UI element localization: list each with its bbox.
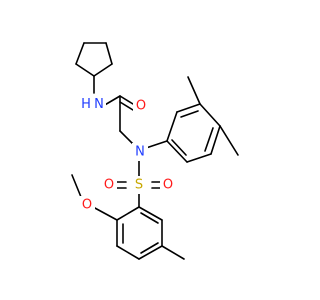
bond-ar6 — [166, 140, 188, 163]
atom-o-methoxy-label: O — [82, 198, 92, 213]
bond-br4 — [138, 245, 163, 260]
atom-n-sulfonamide-label: N — [135, 145, 145, 160]
bond-methyl-right — [219, 125, 239, 156]
atom-nh-hydrogen: H — [81, 97, 91, 112]
svg-text:HN: HN — [81, 97, 104, 112]
bond-cp4 — [75, 63, 95, 77]
bond-carbonyl-to-o-b — [119, 101, 134, 111]
bond-br4-inner — [140, 242, 159, 254]
bond-ar6-inner — [171, 139, 187, 156]
atom-s-label: S — [135, 178, 143, 193]
dimethylphenyl-ring — [145, 76, 239, 163]
bond-cp3 — [93, 63, 113, 77]
atom-o-sulfonyl-right-label: O — [163, 178, 173, 193]
bond-n-to-aryl — [145, 140, 168, 149]
atom-nh-nitrogen: N — [94, 97, 104, 112]
bond-ar2 — [176, 103, 201, 113]
bond-methyl-top — [187, 76, 201, 105]
bond-ar1 — [166, 111, 178, 142]
bond-ar4 — [210, 125, 221, 155]
atom-o-sulfonyl-left: O — [101, 176, 117, 194]
bond-br6 — [138, 206, 163, 221]
bond-br3 — [116, 245, 140, 260]
atom-o-methoxy: O — [79, 196, 95, 214]
atom-o-sulfonyl-right: O — [160, 176, 176, 194]
atom-s: S — [131, 176, 147, 194]
bond-br6-inner — [140, 212, 159, 224]
bond-ch2-to-n — [119, 130, 134, 145]
bond-ar5 — [186, 153, 212, 163]
bond-o-to-methyl — [71, 174, 82, 198]
cyclopentyl-ring — [75, 42, 113, 77]
atom-o-carbonyl: O — [133, 97, 149, 115]
bond-carbonyl-to-o-a — [119, 95, 134, 105]
bond-methyl-bottom — [161, 245, 185, 260]
sulfonyl-group — [116, 159, 161, 208]
bond-ar4-inner — [204, 127, 214, 152]
bond-aryl-to-ome — [92, 206, 118, 221]
bond-cp5 — [75, 42, 85, 65]
methoxy-methylphenyl-ring — [71, 174, 185, 260]
bond-ar2-inner — [180, 110, 199, 118]
atom-o-carbonyl-label: O — [136, 99, 146, 114]
atom-o-sulfonyl-left-label: O — [104, 178, 114, 193]
bond-ar3 — [199, 103, 221, 127]
bond-br1 — [116, 206, 140, 221]
atom-n-sulfonamide: N — [132, 143, 148, 161]
bond-cp2 — [105, 42, 113, 65]
